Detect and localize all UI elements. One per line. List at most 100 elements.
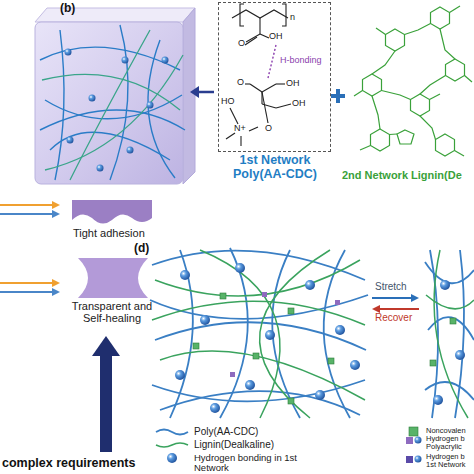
double-network (265, 330, 275, 340)
lignin-structure (465, 76, 473, 83)
legend-text: Poly(AA-CDC) (194, 427, 334, 438)
hydrogel-cube (45, 95, 182, 119)
stretch-recover-arrows (372, 305, 380, 313)
stretched-network (450, 318, 456, 324)
hydrogel-cube (45, 55, 183, 170)
lignin-structure (430, 94, 441, 100)
double-network (350, 360, 360, 370)
aa-cdc-structure (268, 45, 276, 78)
requirements-arrow (92, 336, 120, 452)
atom-label: n (290, 13, 295, 22)
requirements-arrow (92, 336, 120, 356)
atom-label: OH (269, 32, 283, 41)
double-network (180, 270, 190, 280)
aa-cdc-structure (240, 4, 244, 26)
lignin-structure (397, 130, 414, 144)
lignin-structure (360, 146, 371, 151)
hydrogel-cube (89, 95, 96, 102)
double-network (152, 250, 365, 418)
lignin-structure (382, 91, 411, 100)
structure-box: 1st Network Poly(AA-CDC) (218, 2, 332, 188)
hydrogel-cube (183, 8, 195, 184)
double-network (328, 358, 334, 364)
property-label: Transparent and Self-healing (62, 301, 162, 324)
panel-letter: (d) (134, 242, 149, 255)
legend-text: Noncovalen (426, 427, 474, 435)
aa-cdc-structure (249, 127, 258, 131)
lignin-structure (354, 6, 472, 156)
requirement-label: complex requirements (2, 457, 135, 470)
double-network (193, 293, 334, 404)
double-network (220, 248, 248, 418)
double-network (210, 403, 220, 413)
hydrogel-cube (65, 49, 72, 56)
atom-label: O (237, 78, 244, 87)
lignin-structure (431, 7, 450, 29)
hydrogel-cube (40, 110, 185, 130)
double-network (324, 250, 350, 418)
legend-samples (409, 427, 418, 436)
feed-arrow (198, 91, 214, 94)
network-label: 1st Network Poly(AA-CDC) (224, 153, 326, 182)
aa-cdc-structure (230, 108, 234, 116)
requirement-arrows (0, 291, 52, 293)
feed-arrow (190, 86, 199, 98)
aa-cdc-structure (259, 18, 260, 34)
double-network (253, 353, 259, 359)
double-network (150, 248, 368, 418)
double-network (288, 398, 294, 404)
stretched-network (430, 318, 456, 366)
lignin-structure (363, 74, 382, 96)
lignin-structure (390, 133, 398, 135)
bond-label: H-bonding (280, 56, 322, 65)
double-network (235, 263, 245, 273)
aa-cdc-structure (226, 4, 291, 146)
requirement-arrows (52, 288, 60, 296)
hydrogel-cube (162, 57, 169, 64)
legend-text: Hydrogen b 1st Network (426, 453, 474, 469)
aa-cdc-structure (276, 104, 291, 108)
double-network (260, 250, 330, 418)
aa-cdc-structure (250, 84, 262, 92)
hydrogel-cube (40, 47, 180, 70)
hydrogel-cube (55, 30, 64, 180)
lignin-structure (372, 51, 395, 74)
lignin-structure (372, 96, 380, 129)
hydrogel-cube (147, 102, 154, 109)
atom-label: OH (286, 79, 300, 88)
stretch-recover-arrows (411, 294, 419, 302)
legend-text: Lignin(Dealkaline) (194, 440, 334, 451)
atom-label: N+ (234, 124, 246, 133)
aa-cdc-structure (245, 37, 257, 45)
adhesion-icon (72, 200, 152, 224)
hydrogel-cube (67, 137, 74, 144)
double-network (200, 250, 280, 418)
aa-cdc-structure (262, 92, 268, 123)
legend-text: Hydrogen bonding in 1st Network (194, 453, 304, 473)
legend-samples (156, 430, 188, 435)
stretched-network (426, 250, 474, 418)
action-label: Recover (375, 313, 412, 324)
lignin-structure (450, 6, 461, 13)
legend-samples (167, 453, 177, 463)
double-network (175, 370, 185, 380)
legend-samples (406, 437, 413, 444)
lignin-structure (436, 134, 455, 156)
stretched-network (426, 295, 474, 309)
stretch-recover-arrows (372, 297, 412, 299)
hydrogel-cube (50, 132, 170, 160)
plus-sign (331, 89, 345, 103)
requirement-arrows (0, 204, 52, 206)
stretched-network (425, 382, 474, 400)
atom-label: O (265, 124, 272, 133)
double-network (150, 248, 368, 418)
panel-letter: (b) (60, 2, 75, 15)
legend-samples (415, 437, 422, 444)
hydrogel-cube (122, 57, 129, 64)
double-network (170, 250, 193, 418)
double-network (155, 260, 360, 296)
hydrogel-cube (97, 165, 104, 172)
requirement-arrows (0, 213, 52, 215)
hydrogel-cube (42, 30, 183, 180)
